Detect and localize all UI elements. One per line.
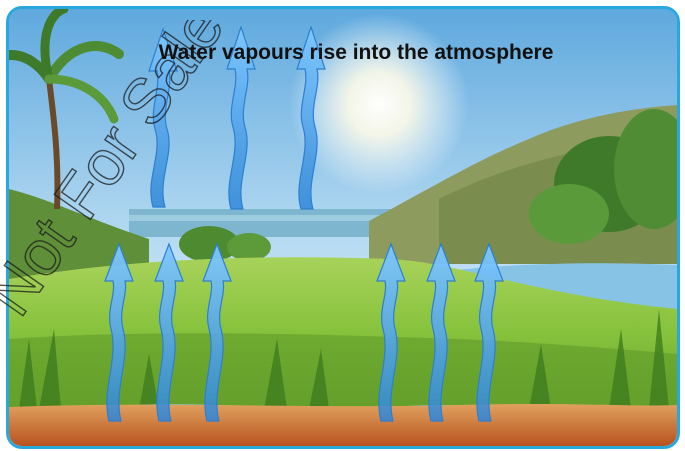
vapour-arrow [296,25,326,210]
vapour-arrow [104,242,134,422]
water-cycle-scene [9,9,677,446]
soil-ground [9,404,677,446]
sun [289,14,469,194]
vapour-arrow [226,25,256,210]
palm-tree [9,9,124,210]
vapour-arrow [376,242,406,422]
vapour-arrow [202,242,232,422]
trees [179,109,677,262]
vapour-arrow [154,242,184,422]
caption: Water vapours rise into the atmosphere [158,41,554,64]
vapour-arrow [148,27,178,208]
ground-vapour-arrows [104,242,504,422]
illustration-frame: Water vapours rise into the atmosphere [6,6,680,449]
vapour-arrow [426,242,456,422]
vapour-arrow [474,242,504,422]
vapour-arrows [148,25,326,210]
